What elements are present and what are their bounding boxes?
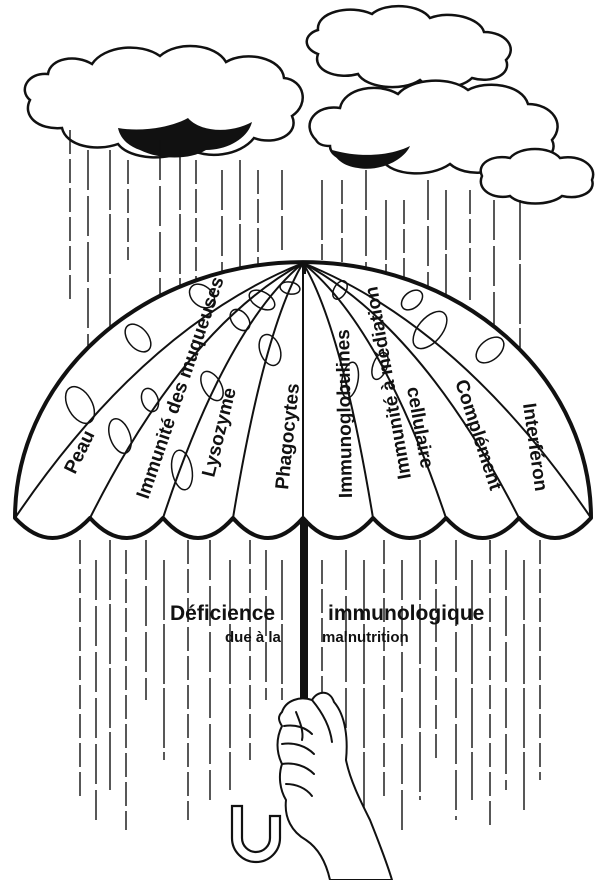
umbrella-handle-hook	[232, 806, 280, 862]
cloud-top-right	[307, 6, 511, 87]
caption-deficience: Déficience	[170, 602, 275, 625]
caption: Déficience due à la immunologique malnut…	[170, 602, 484, 646]
hand-outline	[278, 693, 393, 880]
cloud-small-right	[481, 149, 593, 204]
caption-immunologique: immunologique	[328, 602, 484, 625]
caption-due-a-la: due à la	[225, 629, 282, 646]
caption-malnutrition: malnutrition	[322, 629, 409, 646]
hand	[278, 693, 393, 880]
umbrella-canopy	[15, 262, 591, 538]
label-immunoglobulines: Immunoglobulines	[333, 329, 357, 498]
